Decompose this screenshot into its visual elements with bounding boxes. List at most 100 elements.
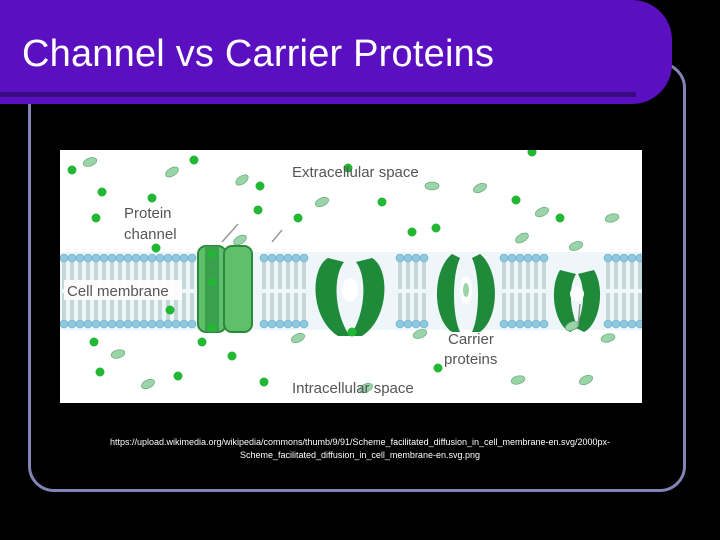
oval-particle	[110, 349, 126, 359]
title-bar: Channel vs Carrier Proteins	[0, 0, 672, 104]
lipid-head	[603, 319, 613, 329]
lipid-head	[627, 253, 637, 263]
carrier-arrow	[577, 303, 581, 327]
lipid-head	[619, 253, 629, 263]
intracellular-label: Intracellular space	[292, 380, 414, 397]
lipid-head	[83, 319, 93, 329]
lipid-head	[275, 319, 285, 329]
lipid-head	[123, 319, 133, 329]
lipid-head	[91, 253, 101, 263]
lipid-head	[147, 253, 157, 263]
oval-particle	[235, 174, 249, 186]
green-particle	[347, 327, 357, 337]
lipid-head	[619, 319, 629, 329]
oval-particle	[359, 382, 373, 394]
oval-particle	[579, 374, 593, 386]
membrane-label-bg	[64, 280, 182, 300]
caption-line-2: Scheme_facilitated_diffusion_in_cell_mem…	[240, 450, 480, 460]
lipid-head	[115, 253, 125, 263]
green-particle	[67, 165, 77, 175]
lipid-head	[123, 253, 133, 263]
carrier-protein-1	[315, 258, 385, 336]
channel-arrow	[221, 223, 239, 243]
lipid-head	[523, 319, 533, 329]
lipid-head	[403, 253, 413, 263]
oval-particle	[515, 232, 529, 244]
lipid-head	[163, 253, 173, 263]
lipid-head	[299, 253, 309, 263]
green-particle	[433, 363, 443, 373]
oval-particle	[424, 181, 440, 191]
carrier-protein-3	[553, 270, 601, 332]
green-particle	[189, 155, 199, 165]
carrier-protein-2	[437, 254, 495, 332]
lipid-head	[515, 253, 525, 263]
lipid-head	[635, 253, 642, 263]
green-particle	[147, 193, 157, 203]
protein-channel-label-line1: Protein	[124, 205, 172, 222]
lipid-head	[171, 253, 181, 263]
carrier-label-line1: Carrier	[448, 331, 494, 348]
lipid-head	[507, 253, 517, 263]
lipid-head	[91, 319, 101, 329]
membrane-heads-top	[60, 253, 642, 263]
title-underline	[0, 92, 636, 97]
lipid-head	[60, 319, 69, 329]
lipid-head	[283, 253, 293, 263]
lipid-head	[275, 253, 285, 263]
lipid-head	[139, 319, 149, 329]
lipid-head	[99, 253, 109, 263]
lipid-head	[60, 253, 69, 263]
lipid-head	[411, 319, 421, 329]
green-particle	[343, 163, 353, 173]
oval-particle	[600, 333, 616, 343]
green-particle	[227, 351, 237, 361]
image-source-caption: https://upload.wikimedia.org/wikipedia/c…	[60, 436, 660, 462]
lipid-head	[187, 253, 197, 263]
lipid-head	[171, 319, 181, 329]
green-particle	[97, 187, 107, 197]
facilitated-diffusion-diagram: Extracellular space Protein channel Cell…	[60, 150, 642, 403]
lipid-head	[419, 319, 429, 329]
protein-channel	[197, 245, 253, 333]
oval-particle	[568, 241, 584, 251]
membrane-label: Cell membrane	[67, 283, 169, 300]
lipid-head	[131, 253, 141, 263]
lipid-head	[131, 319, 141, 329]
lipid-head	[499, 319, 509, 329]
lipid-head	[627, 319, 637, 329]
solute-particles	[67, 150, 620, 394]
oval-particle	[315, 196, 329, 208]
lipid-head	[299, 319, 309, 329]
lipid-head	[259, 253, 269, 263]
lipid-head	[267, 253, 277, 263]
green-particle	[511, 195, 521, 205]
lipid-head	[539, 253, 549, 263]
green-particle	[407, 227, 417, 237]
lipid-head	[179, 253, 189, 263]
green-particle	[555, 213, 565, 223]
oval-particle	[473, 182, 487, 194]
lipid-head	[147, 319, 157, 329]
lipid-head	[115, 319, 125, 329]
lipid-head	[507, 319, 517, 329]
green-particle	[377, 197, 387, 207]
lipid-head	[523, 253, 533, 263]
caption-line-1: https://upload.wikimedia.org/wikipedia/c…	[109, 437, 611, 447]
lipid-head	[155, 253, 165, 263]
oval-particle	[82, 157, 98, 167]
lipid-head	[283, 319, 293, 329]
lipid-head	[603, 253, 613, 263]
extracellular-label: Extracellular space	[292, 164, 419, 181]
green-particle	[91, 213, 101, 223]
arrow-down	[271, 229, 283, 243]
protein-channel-label-line2: channel	[124, 226, 177, 243]
membrane-heads-bottom	[60, 319, 642, 329]
lipid-head	[107, 253, 117, 263]
carrier-label-line2: proteins	[444, 351, 497, 368]
oval-particle	[291, 332, 305, 344]
lipid-head	[611, 319, 621, 329]
green-particle	[89, 337, 99, 347]
lipid-head	[163, 319, 173, 329]
lipid-head	[395, 253, 405, 263]
